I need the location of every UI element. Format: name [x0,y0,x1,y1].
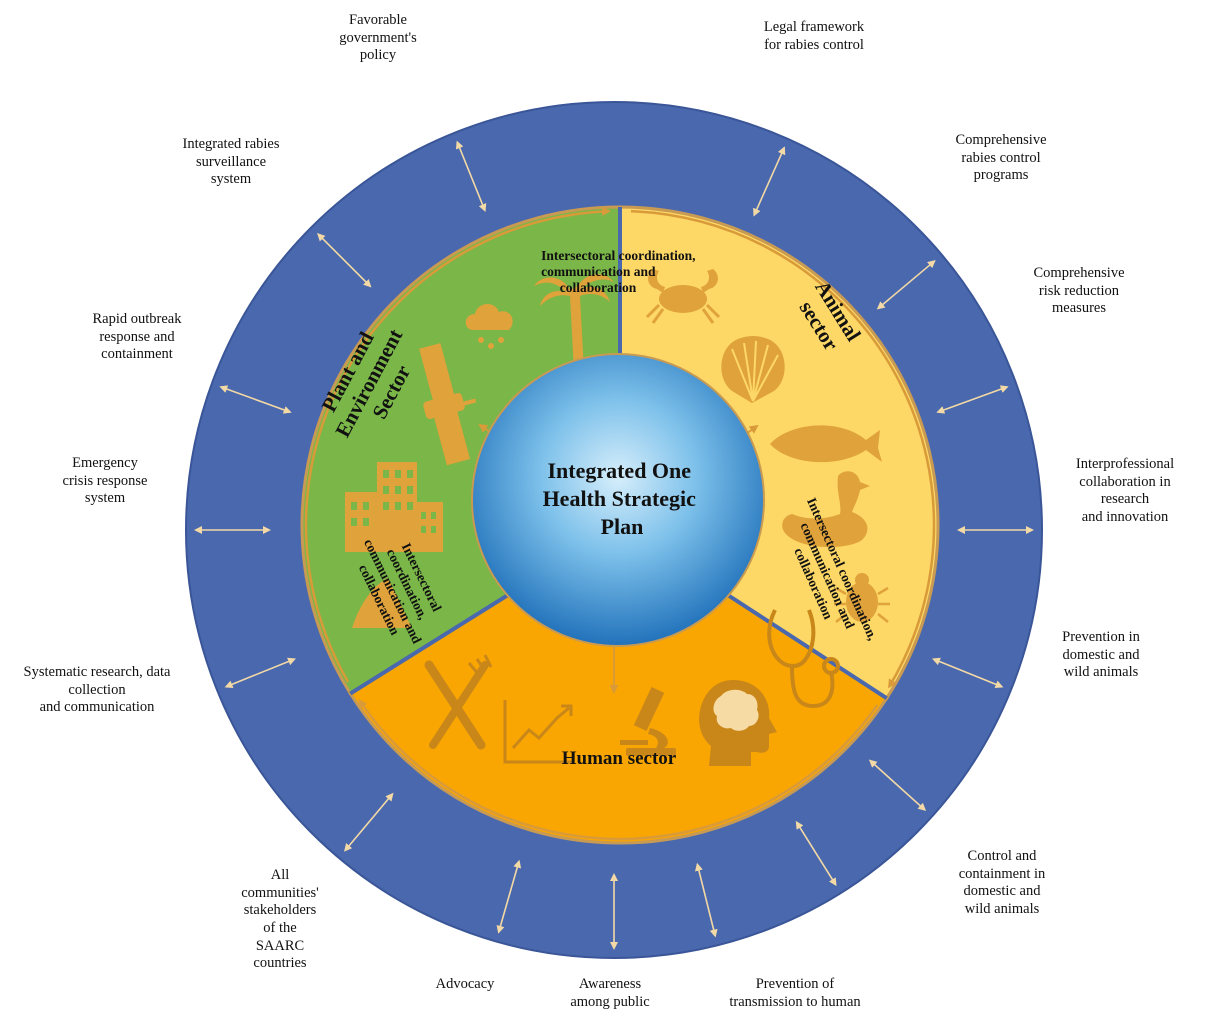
label-awareness: Awareness among public [570,976,650,1010]
circular-flow-arrows [304,206,936,841]
label-control-programs: Comprehensive rabies control programs [955,132,1047,184]
coordination-top: Intersectoral coordination, communicatio… [541,248,699,295]
outer-arrow [317,233,372,288]
outer-arrow [876,260,936,310]
flow-arc-top-right [630,209,936,689]
coordination-top-line-3: collaboration [560,280,637,295]
label-advocacy: Advocacy [435,976,495,992]
outer-arrow [795,820,837,887]
label-research-data: Systematic research, data collection and… [23,664,171,716]
outer-arrow [455,140,487,212]
label-prevention-animals: Prevention in domestic and wild animals [1062,629,1140,681]
buildings-icon [345,462,443,552]
mountain-icon [352,578,412,628]
plant-icons [345,274,614,628]
outer-arrow [224,657,296,689]
label-outbreak-response: Rapid outbreak response and containment [92,311,182,363]
label-legal-framework: Legal framework for rabies control [763,19,865,53]
human-icons [424,609,840,766]
outer-arrow [868,759,927,812]
fish-icon [770,425,882,463]
central-title-line-1: Integrated One [547,458,691,483]
label-prevention-human: Prevention of transmission to human [729,976,861,1010]
beetle-icon [834,573,890,623]
label-control-containment: Control and containment in domestic and … [958,848,1046,918]
label-stakeholders: All communities' stakeholders of the SAA… [241,867,319,972]
flow-arc-left [304,206,612,683]
label-surveillance: Integrated rabies surveillance system [182,136,280,188]
duck-icon [782,471,870,548]
flow-arc-bottom [358,698,879,841]
outer-arrow [695,862,718,938]
outer-arrow [932,657,1004,689]
central-title-line-3: Plan [601,514,644,539]
animal-icons [645,269,890,623]
human-sector [348,523,889,845]
central-title-line-2: Health Strategic [543,486,697,511]
stethoscope-icon [767,609,840,709]
coordination-left: Intersectoral coordination, communicatio… [347,522,455,655]
label-favorable-policy: Favorable government's policy [339,12,417,64]
label-interprofessional: Interprofessional collaboration in resea… [1075,456,1175,526]
coordination-top-line-1: Intersectoral coordination, [541,248,695,263]
outer-arrow [753,146,786,217]
palm-tree-icon [534,274,614,372]
seashell-icon [721,336,785,403]
central-title: Integrated One Health Strategic Plan [543,458,702,539]
crab-icon [645,269,721,324]
fork-knife-icon [424,654,493,750]
central-sphere [471,353,765,647]
satellite-icon [419,343,477,466]
coordination-top-line-2: communication and [541,264,656,279]
outer-arrow [496,859,522,934]
growth-chart-icon [503,700,573,764]
rain-cloud-icon [465,303,513,349]
outer-arrow [344,792,394,852]
human-sector-title: Human sector [562,748,677,769]
label-emergency: Emergency crisis response system [62,455,148,507]
microscope-icon [620,687,676,756]
outer-arrow [219,385,292,414]
brain-head-icon [699,680,777,766]
outer-arrow [936,385,1009,414]
outer-arrows-group [194,140,1034,950]
label-risk-reduction: Comprehensive risk reduction measures [1033,265,1125,317]
